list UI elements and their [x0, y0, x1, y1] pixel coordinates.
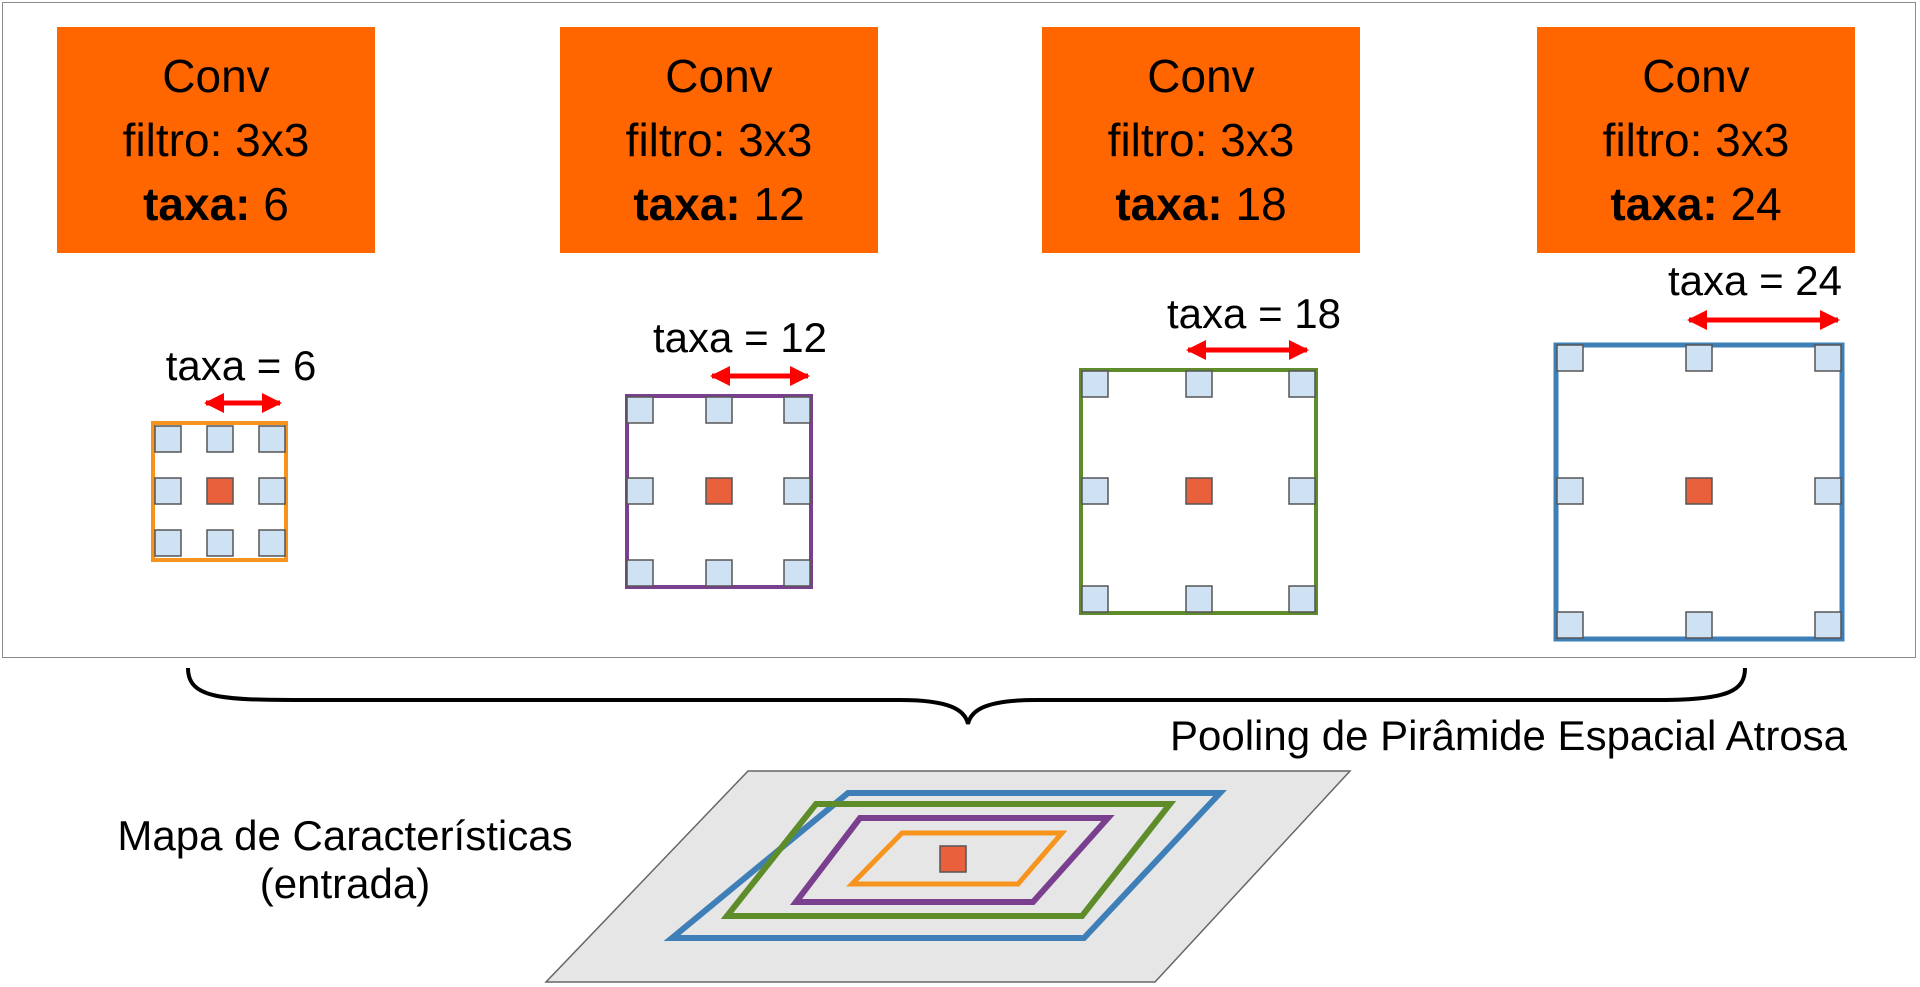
- kernel-cells: [626, 396, 811, 587]
- kernel-rate-12: [625, 366, 813, 589]
- conv-block-rate-18: Conv filtro: 3x3 taxa: 18: [1042, 27, 1360, 253]
- kernel-rate-6: [151, 393, 288, 562]
- kernel-rate-18: [1079, 340, 1318, 615]
- ring-rate-18: [720, 801, 1177, 919]
- conv-rate: taxa: 6: [143, 172, 289, 236]
- ring-rate-24: [663, 790, 1227, 941]
- conv-rate-label: taxa:: [1115, 178, 1223, 230]
- conv-rate: taxa: 18: [1115, 172, 1286, 236]
- center-cell: [1185, 477, 1213, 505]
- aspp-caption: Pooling de Pirâmide Espacial Atrosa: [1170, 712, 1848, 759]
- conv-title: Conv: [162, 50, 270, 102]
- conv-rate-value: 6: [263, 178, 289, 230]
- center-cell: [705, 477, 733, 505]
- conv-block-rate-6: Conv filtro: 3x3 taxa: 6: [57, 27, 375, 253]
- conv-filter: filtro: 3x3: [1602, 114, 1790, 166]
- conv-rate: taxa: 24: [1610, 172, 1781, 236]
- rate-label-12: taxa = 12: [653, 314, 827, 361]
- conv-filter: filtro: 3x3: [1107, 114, 1295, 166]
- rate-label-18: taxa = 18: [1167, 290, 1341, 337]
- conv-rate-value: 18: [1235, 178, 1287, 230]
- feature-map-caption: Mapa de Características (entrada): [90, 812, 600, 908]
- conv-block-rate-24: Conv filtro: 3x3 taxa: 24: [1537, 27, 1855, 253]
- feature-map-caption-line2: (entrada): [259, 860, 431, 907]
- conv-rate-label: taxa:: [633, 178, 741, 230]
- conv-title: Conv: [665, 50, 773, 102]
- rate-label-24: taxa = 24: [1668, 257, 1842, 304]
- feature-map-plane: [544, 770, 1352, 983]
- center-cell: [939, 845, 967, 873]
- ring-rate-12: [789, 815, 1115, 905]
- rate-label-6: taxa = 6: [165, 342, 317, 389]
- conv-block-rate-12: Conv filtro: 3x3 taxa: 12: [560, 27, 878, 253]
- kernel-cells: [1556, 344, 1842, 639]
- ring-rate-6: [846, 830, 1068, 887]
- kernel-rate-24: [1553, 310, 1845, 642]
- conv-rate-label: taxa:: [1610, 178, 1718, 230]
- conv-rate-value: 12: [753, 178, 805, 230]
- conv-title: Conv: [1642, 50, 1750, 102]
- aspp-frame: [2, 2, 1916, 658]
- center-cell: [1685, 477, 1713, 505]
- conv-filter: filtro: 3x3: [122, 114, 310, 166]
- conv-rate: taxa: 12: [633, 172, 804, 236]
- conv-rate-value: 24: [1730, 178, 1782, 230]
- curly-brace: [186, 667, 1747, 725]
- center-cell: [206, 477, 234, 505]
- conv-filter: filtro: 3x3: [625, 114, 813, 166]
- kernel-cells: [1081, 370, 1316, 613]
- feature-map-caption-line1: Mapa de Características: [117, 812, 573, 859]
- conv-rate-label: taxa:: [143, 178, 251, 230]
- conv-title: Conv: [1147, 50, 1255, 102]
- kernel-cells: [154, 425, 286, 557]
